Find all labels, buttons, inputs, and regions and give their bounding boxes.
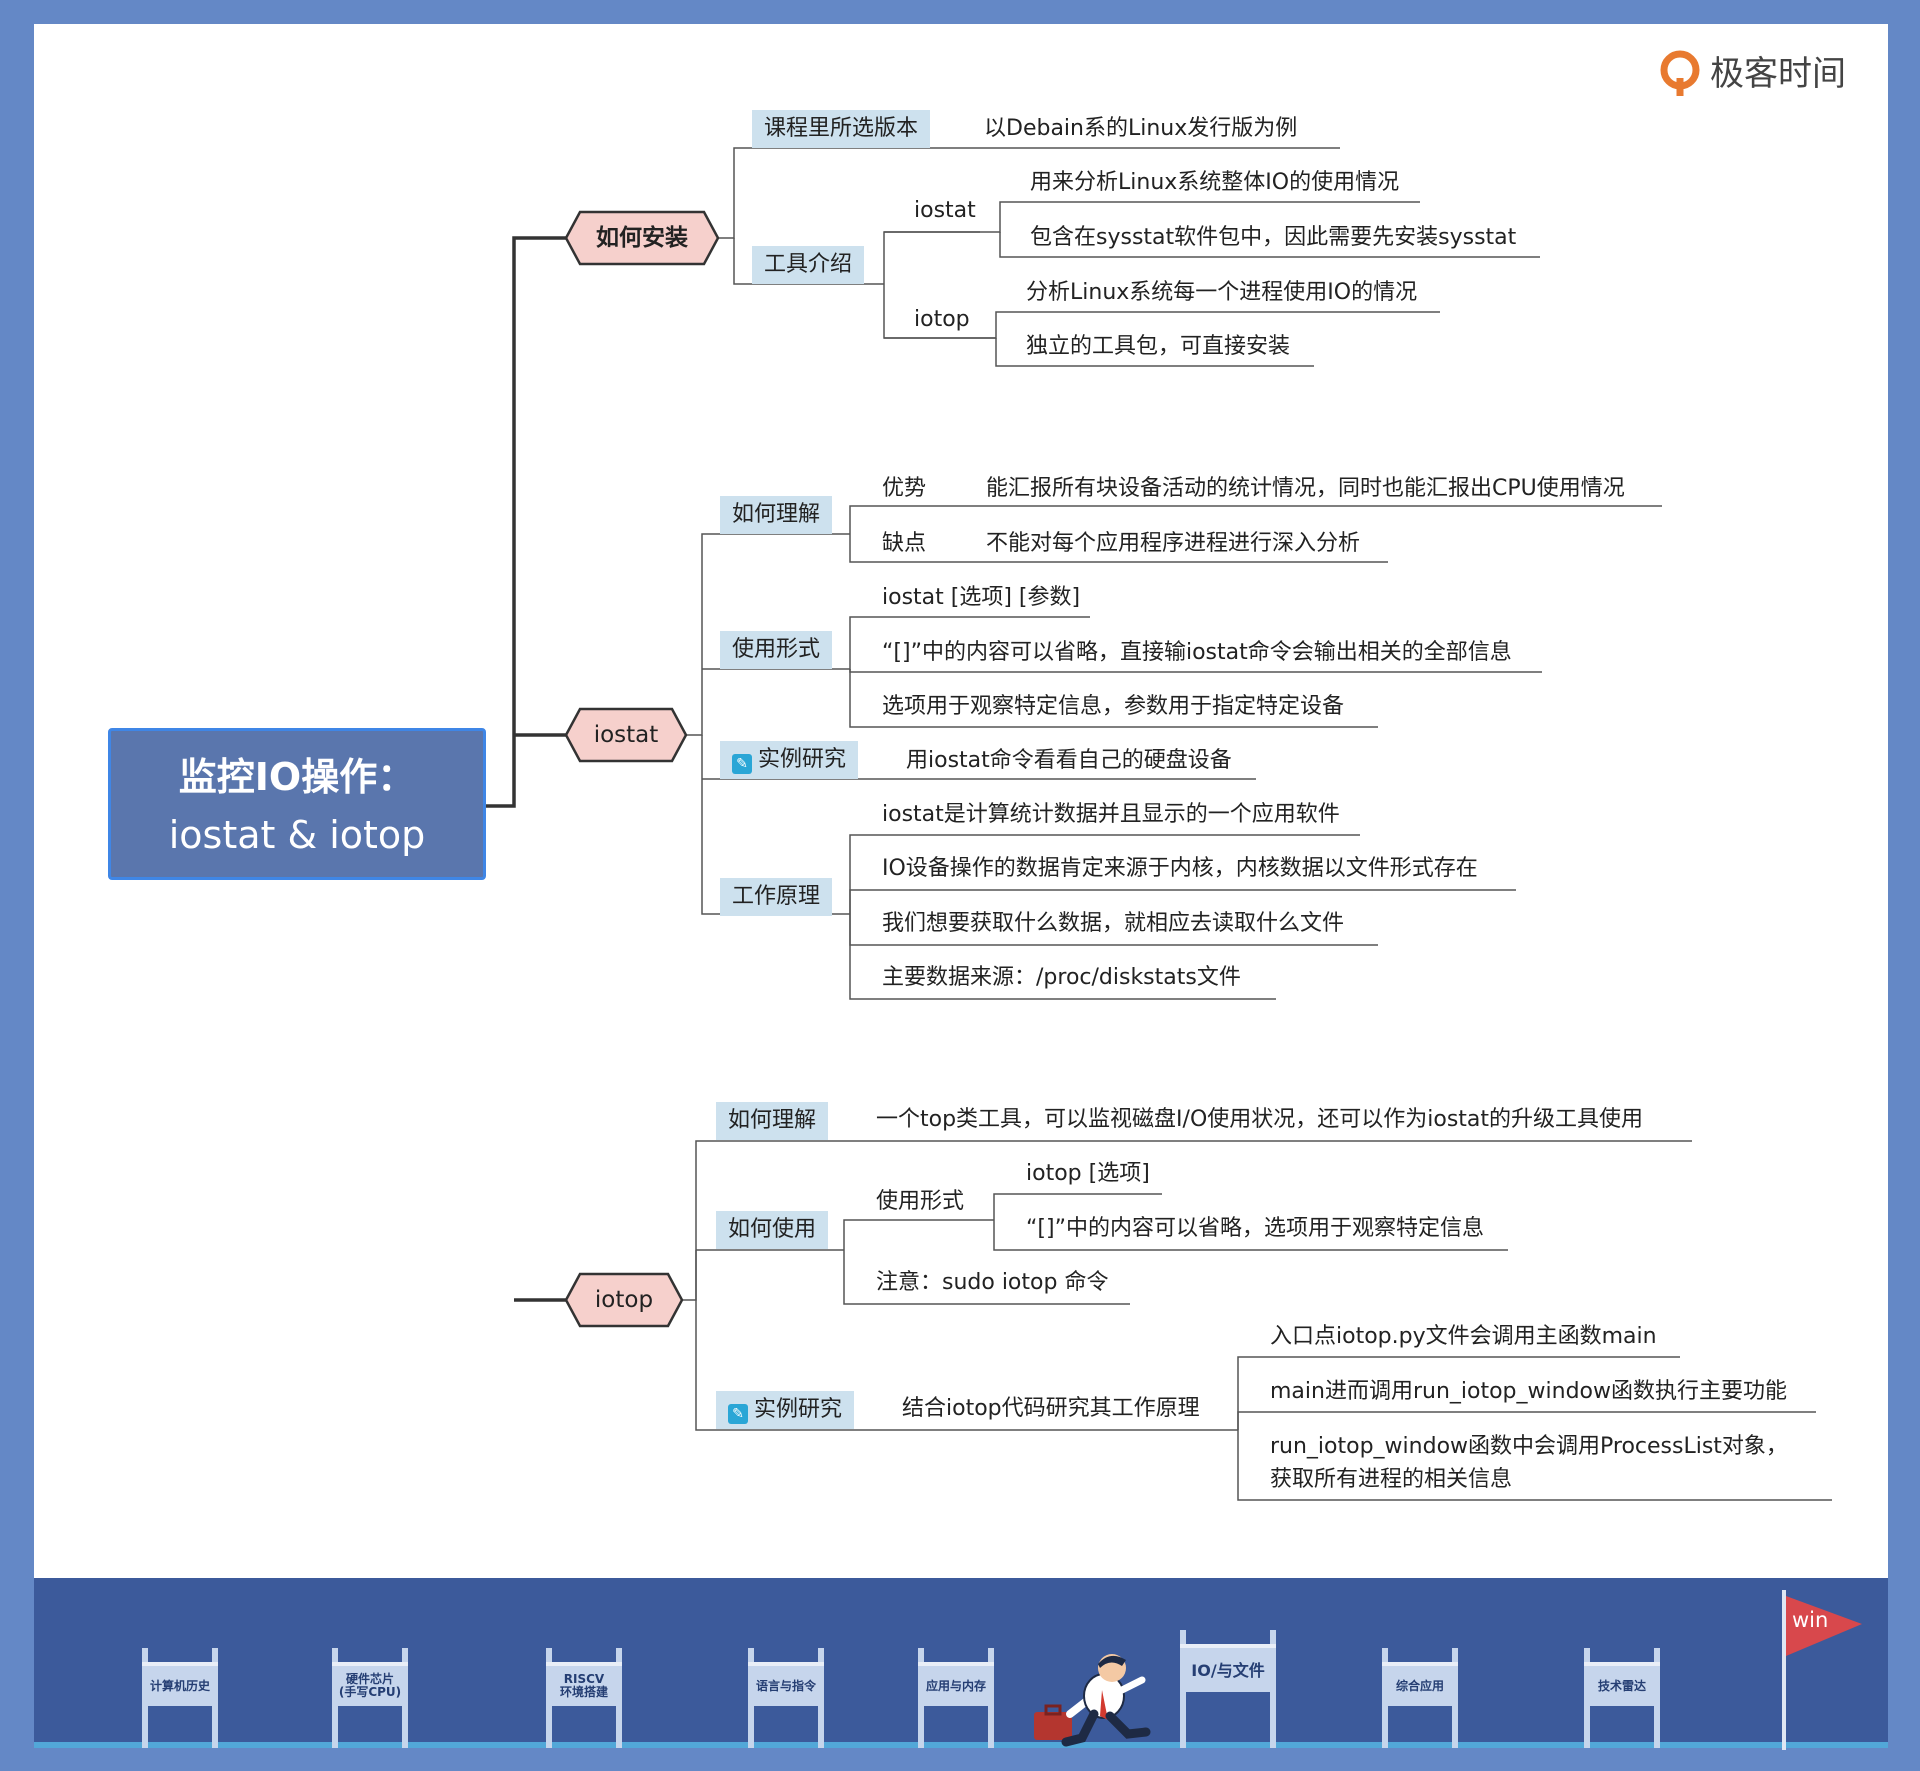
flag-icon	[1782, 1590, 1862, 1750]
gate-label: 硬件芯片	[345, 1672, 394, 1686]
version-text: 以Debain系的Linux发行版为例	[984, 116, 1298, 141]
logo-icon	[1660, 50, 1700, 96]
gate-board: 硬件芯片 (手写CPU)	[332, 1662, 408, 1706]
gate-label: 计算机历史	[142, 1662, 218, 1706]
central-title: 监控IO操作：	[178, 755, 416, 799]
usage-item-3: 选项用于观察特定信息，参数用于指定特定设备	[882, 694, 1345, 719]
link-icon: ✎	[732, 754, 752, 774]
principle-item-1: iostat是计算统计数据并且显示的一个应用软件	[882, 802, 1340, 827]
gate-hardware: 硬件芯片 (手写CPU)	[332, 1648, 408, 1748]
finish-flag: win	[1780, 1590, 1870, 1750]
gate-label: RISCV	[563, 1672, 605, 1686]
case-tag-label-iotop: 实例研究	[754, 1397, 843, 1422]
gate-label: 技术雷达	[1584, 1662, 1660, 1706]
gate-label: IO/与文件	[1180, 1644, 1276, 1692]
case-item-3: run_iotop_window函数中会调用ProcessList对象，	[1270, 1434, 1788, 1459]
case-item-1: 入口点iotop.py文件会调用主函数main	[1270, 1324, 1657, 1349]
node-iostat: iostat	[593, 722, 659, 748]
gate-label-2: 环境搭建	[559, 1685, 608, 1699]
tag-principle: 工作原理	[720, 878, 833, 916]
case-tag-label: 实例研究	[758, 747, 847, 772]
tool-iostat: iostat	[914, 198, 976, 223]
brand-name: 极客时间	[1710, 54, 1846, 94]
cons-text: 不能对每个应用程序进程进行深入分析	[986, 531, 1361, 556]
principle-item-3: 我们想要获取什么数据，就相应去读取什么文件	[882, 911, 1345, 936]
cons-label: 缺点	[882, 531, 927, 556]
gate-io: IO/与文件	[1180, 1630, 1276, 1748]
tag-case-iotop: ✎ 实例研究	[716, 1391, 855, 1429]
runner-illustration	[1034, 1654, 1151, 1747]
iotop-item-2: 独立的工具包，可直接安装	[1026, 334, 1291, 359]
usage-item-1: iostat [选项] [参数]	[882, 585, 1081, 610]
tag-understand-iotop: 如何理解	[716, 1102, 829, 1140]
tag-understand: 如何理解	[720, 496, 833, 534]
gate-label-2: (手写CPU)	[338, 1685, 402, 1699]
case-item-4: 获取所有进程的相关信息	[1270, 1467, 1513, 1492]
case-text-iotop: 结合iotop代码研究其工作原理	[902, 1396, 1200, 1421]
case-text-iostat: 用iostat命令看看自己的硬盘设备	[906, 748, 1232, 773]
central-topic: 监控IO操作： iostat & iotop	[108, 728, 486, 880]
gate-label: 综合应用	[1382, 1662, 1458, 1706]
gate-label: 语言与指令	[748, 1662, 824, 1706]
principle-item-4: 主要数据来源：/proc/diskstats文件	[882, 965, 1241, 990]
gate-language: 语言与指令	[748, 1648, 824, 1748]
tag-version: 课程里所选版本	[752, 110, 931, 148]
gate-riscv: RISCV 环境搭建	[546, 1648, 622, 1748]
pros-label: 优势	[882, 476, 927, 501]
central-subtitle: iostat & iotop	[168, 813, 426, 857]
node-iotop: iotop	[594, 1287, 654, 1313]
understand-text-iotop: 一个top类工具，可以监视磁盘I/O使用状况，还可以作为iostat的升级工具使…	[876, 1107, 1644, 1132]
form-item-2: “[]”中的内容可以省略，选项用于观察特定信息	[1026, 1216, 1484, 1241]
iostat-item-2: 包含在sysstat软件包中，因此需要先安装sysstat	[1030, 225, 1517, 250]
gate-radar: 技术雷达	[1584, 1648, 1660, 1748]
form-label: 使用形式	[876, 1189, 965, 1214]
note-sudo: 注意：sudo iotop 命令	[876, 1270, 1109, 1295]
gate-application: 综合应用	[1382, 1648, 1458, 1748]
brand-logo: 极客时间	[1660, 46, 1870, 102]
iostat-item-1: 用来分析Linux系统整体IO的使用情况	[1030, 170, 1400, 195]
tag-use-iotop: 如何使用	[716, 1211, 829, 1249]
tag-tools: 工具介绍	[752, 246, 865, 284]
flag-label: win	[1792, 1608, 1829, 1632]
tool-iotop: iotop	[914, 307, 970, 332]
principle-item-2: IO设备操作的数据肯定来源于内核，内核数据以文件形式存在	[882, 856, 1478, 881]
iotop-item-1: 分析Linux系统每一个进程使用IO的情况	[1026, 280, 1418, 305]
gate-history: 计算机历史	[142, 1648, 218, 1748]
gate-memory: 应用与内存	[918, 1648, 994, 1748]
case-item-2: main进而调用run_iotop_window函数执行主要功能	[1270, 1379, 1787, 1404]
node-install: 如何安装	[596, 225, 688, 251]
form-item-1: iotop [选项]	[1026, 1161, 1150, 1186]
tag-usage: 使用形式	[720, 631, 833, 669]
tag-case-iostat: ✎ 实例研究	[720, 741, 859, 779]
gate-board: RISCV 环境搭建	[546, 1662, 622, 1706]
pros-text: 能汇报所有块设备活动的统计情况，同时也能汇报出CPU使用情况	[986, 476, 1625, 501]
roadmap-floor	[34, 1742, 1888, 1748]
link-icon: ✎	[728, 1404, 748, 1424]
gate-label: 应用与内存	[918, 1662, 994, 1706]
usage-item-2: “[]”中的内容可以省略，直接输iostat命令会输出相关的全部信息	[882, 640, 1512, 665]
